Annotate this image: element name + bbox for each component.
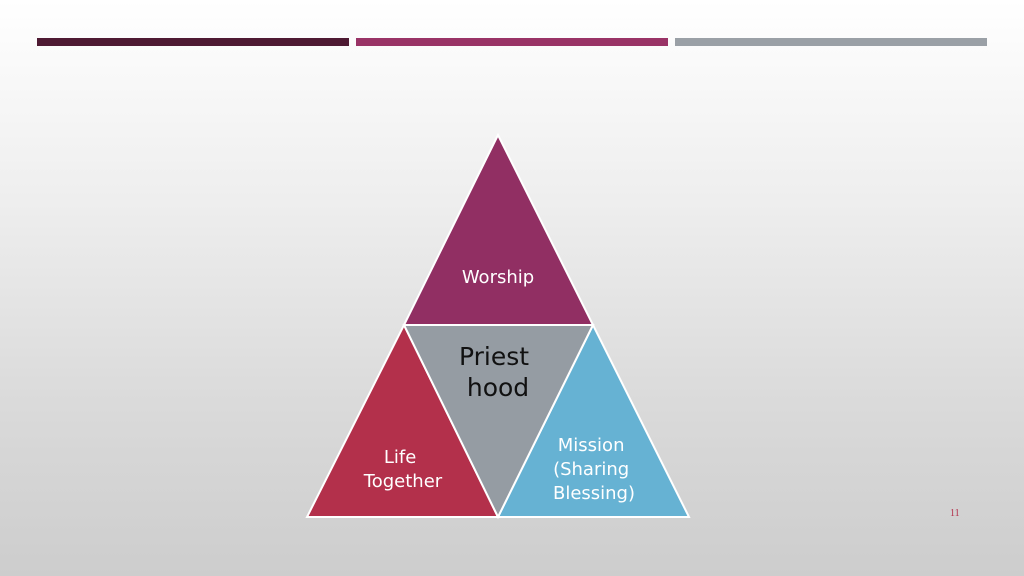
accent-bar-gray	[675, 38, 987, 46]
mission-label-line-2: (Sharing	[553, 459, 629, 480]
priesthood-triangle	[402, 324, 595, 520]
priesthood-label-line-2: hood	[467, 373, 529, 402]
worship-label: Worship	[462, 267, 534, 288]
accent-bar-dark	[37, 38, 349, 46]
priesthood-label-line-1: Priest	[459, 342, 529, 371]
life-together-label-line-1: Life	[384, 447, 416, 468]
mission-label-line-3: Blessing)	[553, 483, 635, 504]
priesthood-label: Priest hood	[459, 342, 537, 402]
life-together-label-line-2: Together	[363, 471, 443, 492]
worship-label-line: Worship	[462, 267, 534, 288]
mission-label: Mission (Sharing Blessing)	[553, 435, 635, 504]
life-together-label: Life Together	[363, 447, 443, 492]
slide-number: 11	[950, 508, 960, 519]
worship-triangle	[402, 132, 595, 326]
accent-bar-magenta	[356, 38, 668, 46]
mission-label-line-1: Mission	[558, 435, 625, 456]
